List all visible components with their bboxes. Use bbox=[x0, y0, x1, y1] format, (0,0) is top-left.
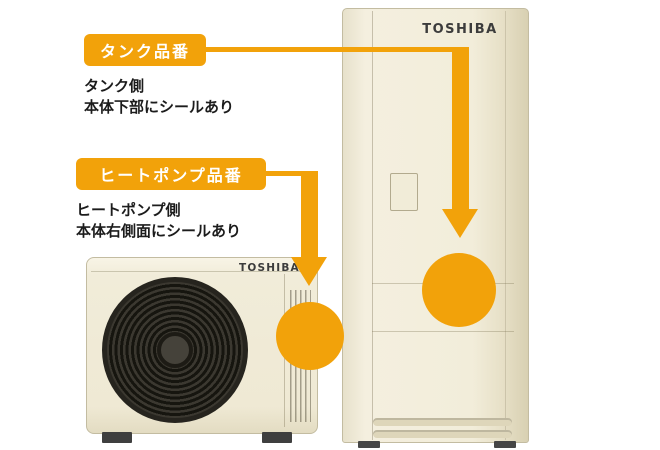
tank-access-panel bbox=[390, 173, 418, 211]
tank-bottom-louver bbox=[373, 418, 512, 426]
heat-pump-callout-line-horizontal bbox=[258, 171, 318, 176]
heat-pump-foot bbox=[262, 432, 292, 443]
heat-pump-note: ヒートポンプ側 本体右側面にシールあり bbox=[76, 200, 241, 242]
tank-bottom-louver bbox=[373, 430, 512, 438]
tank-label-highlight-circle bbox=[422, 253, 496, 327]
heat-pump-label-highlight-circle bbox=[276, 302, 344, 370]
heat-pump-note-line2: 本体右側面にシールあり bbox=[76, 222, 242, 240]
heat-pump-note-line1: ヒートポンプ側 bbox=[76, 201, 181, 219]
tank-down-arrow-icon bbox=[442, 209, 478, 238]
tank-panel-seam-vertical bbox=[372, 11, 373, 440]
tank-note: タンク側 本体下部にシールあり bbox=[84, 76, 234, 118]
heat-pump-foot bbox=[102, 432, 132, 443]
tank-note-line1: タンク側 bbox=[84, 77, 145, 95]
tank-callout-line-horizontal bbox=[198, 47, 464, 52]
tank-foot bbox=[358, 441, 380, 448]
tank-part-number-badge: タンク品番 bbox=[84, 34, 206, 66]
heat-pump-down-arrow-icon bbox=[291, 257, 327, 286]
tank-brand-logo: TOSHIBA bbox=[422, 22, 498, 37]
tank-panel-seam-vertical-right bbox=[505, 11, 506, 440]
heat-pump-brand-logo: TOSHIBA bbox=[239, 262, 300, 274]
heat-pump-callout-line-vertical bbox=[301, 171, 318, 258]
fan-grille bbox=[102, 277, 248, 423]
heat-pump-unit-illustration: TOSHIBA bbox=[86, 257, 318, 434]
heat-pump-panel-seam bbox=[91, 271, 313, 272]
heat-pump-part-number-badge: ヒートポンプ品番 bbox=[76, 158, 266, 190]
fan-hub bbox=[157, 332, 193, 368]
tank-callout-line-vertical bbox=[452, 47, 469, 210]
tank-note-line2: 本体下部にシールあり bbox=[84, 98, 235, 116]
tank-panel-seam-horizontal bbox=[372, 331, 514, 332]
tank-unit-illustration: TOSHIBA bbox=[342, 8, 529, 443]
tank-foot bbox=[494, 441, 516, 448]
